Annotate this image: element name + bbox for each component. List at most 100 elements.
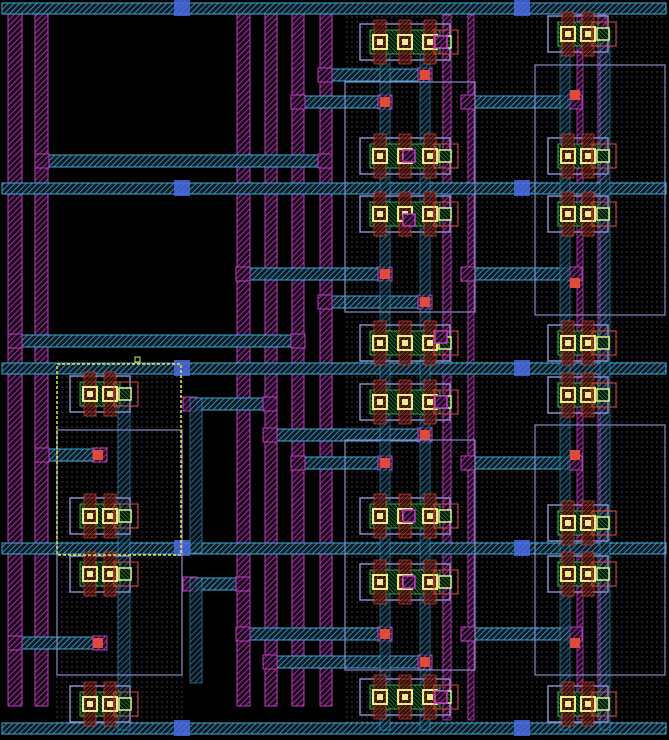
poly-contact [570,450,580,460]
contact-core [427,694,433,700]
cell-tap [591,201,617,227]
power-rail [1,362,667,375]
cell-tap [591,382,617,408]
contact-core [565,520,571,526]
contact-core [585,31,591,37]
contact-square [560,148,576,164]
metal1-vertical [189,397,203,554]
contact-core [585,571,591,577]
contact-square [372,148,388,164]
contact-square [580,335,596,351]
contact-core [377,579,383,585]
contact-square [580,206,596,222]
power-via [514,720,530,736]
contact-core [585,392,591,398]
via-square [262,396,278,412]
contact-core [377,694,383,700]
via-square [34,153,50,169]
contact-square [82,696,98,712]
contact-core [427,513,433,519]
via-square [434,395,448,409]
transistor-cell [547,372,617,418]
tap-contact [118,509,132,523]
power-rail [1,722,667,735]
via-square [402,509,416,523]
contact-core [402,340,408,346]
contact-square [580,566,596,582]
contact-core [87,571,93,577]
contact-core [377,153,383,159]
poly-contact [570,278,580,288]
contact-core [565,571,571,577]
via-square [434,330,448,344]
poly-contact [93,450,103,460]
contact-core [377,211,383,217]
contact-square [372,34,388,50]
via-square [402,213,416,227]
cell-tap [433,684,459,710]
contact-core [87,513,93,519]
contact-square [397,34,413,50]
via-square [402,149,416,163]
metal1-strap [41,448,101,462]
selection-handle[interactable] [134,356,141,363]
metal1-strap [14,334,299,348]
tap-contact [438,149,452,163]
cell-tap [433,389,459,415]
via-square [460,626,476,642]
contact-core [402,694,408,700]
via-square [235,266,251,282]
transistor-cells [56,11,666,727]
metal2-rail [7,7,23,707]
transistor-cell [359,674,459,720]
contact-core [585,520,591,526]
contact-square [580,387,596,403]
metal2-rail [34,7,49,707]
contact-square [102,696,118,712]
contact-square [560,335,576,351]
contact-square [560,566,576,582]
nwell-outline [344,81,476,313]
poly-contact [380,629,390,639]
tap-contact [596,697,610,711]
contact-core [427,153,433,159]
contact-square [422,206,438,222]
poly-contact [380,458,390,468]
cell-tap [433,503,459,529]
cell-tap [433,569,459,595]
contact-square [580,26,596,42]
contact-core [565,211,571,217]
contact-square [560,696,576,712]
nwell-outline [534,424,666,676]
selection-box[interactable] [56,363,182,556]
tap-contact [118,697,132,711]
via-square [235,626,251,642]
contact-square [372,574,388,590]
contact-square [372,335,388,351]
tap-contact [118,567,132,581]
contact-square [560,515,576,531]
metal1-strap [467,627,576,641]
contact-core [565,340,571,346]
contact-square [397,335,413,351]
contact-square [82,386,98,402]
tap-contact [118,387,132,401]
contact-square [372,206,388,222]
tap-contact [596,516,610,530]
tap-contact [596,207,610,221]
contact-core [585,701,591,707]
transistor-cell [69,371,139,417]
via-square [402,575,416,589]
metal2-rail [319,7,333,707]
poly-contact [570,638,580,648]
contact-square [102,508,118,524]
contact-core [427,579,433,585]
contact-core [565,701,571,707]
transistor-cell [547,191,617,237]
contact-square [580,148,596,164]
contact-square [82,508,98,524]
power-rail [1,2,667,15]
power-via [514,360,530,376]
